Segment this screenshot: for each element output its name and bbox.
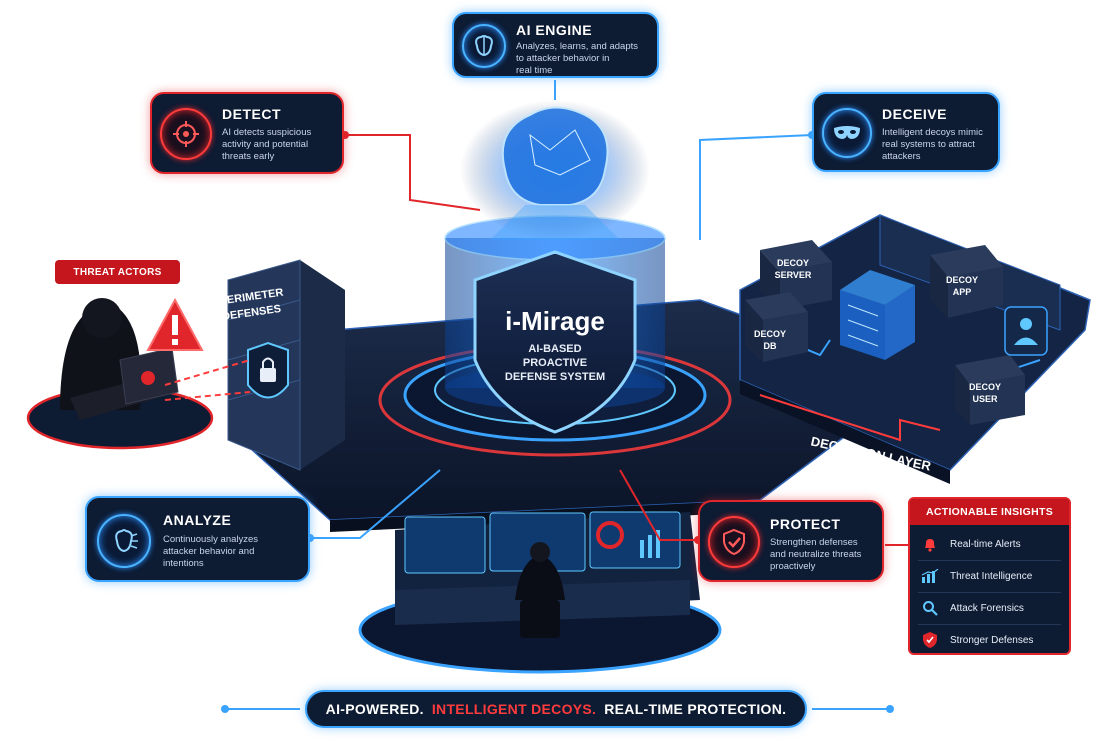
detect-desc: AI detects suspicious activity and poten… xyxy=(222,127,312,162)
warning-icon xyxy=(146,297,204,351)
attacker-figure xyxy=(26,298,214,450)
ai-engine-desc: Analyzes, learns, and adapts to attacker… xyxy=(516,41,638,76)
analyze-card: ANALYZE Continuously analyzes attacker b… xyxy=(85,496,310,582)
tagline-part-2: INTELLIGENT DECOYS. xyxy=(431,701,597,717)
core-sub-2: PROACTIVE xyxy=(523,357,587,369)
shield-check-icon xyxy=(910,631,950,649)
analyze-title: ANALYZE xyxy=(163,512,232,528)
magnifier-icon xyxy=(910,600,950,616)
insight-divider xyxy=(918,560,1061,561)
core-name: i-Mirage xyxy=(505,306,605,336)
insight-label: Stronger Defenses xyxy=(950,634,1034,646)
brain-circuit-icon xyxy=(462,24,506,68)
insight-label: Real-time Alerts xyxy=(950,538,1021,550)
attack-beam-2 xyxy=(164,391,251,401)
insight-item: Attack Forensics xyxy=(910,593,1069,623)
decoy-user-box xyxy=(955,355,1025,425)
threat-actors-tag: THREAT ACTORS xyxy=(55,260,180,284)
ai-engine-title: AI ENGINE xyxy=(516,22,593,38)
ai-engine-card: AI ENGINE Analyzes, learns, and adapts t… xyxy=(452,12,659,78)
tagline-part-3: REAL-TIME PROTECTION. xyxy=(604,701,787,717)
bar-chart-icon xyxy=(910,569,950,583)
brain-icon xyxy=(501,106,609,206)
connector-protect xyxy=(619,469,698,541)
attack-beam-1 xyxy=(164,359,251,386)
decoy-db-label-2: DB xyxy=(764,341,777,351)
decoy-server-label-2: SERVER xyxy=(775,270,812,280)
decoy-app-label-1: DECOY xyxy=(946,275,978,285)
target-icon xyxy=(160,108,212,160)
bell-icon xyxy=(910,536,950,552)
decoy-app-box xyxy=(930,245,1003,318)
decoy-server-label-1: DECOY xyxy=(777,258,809,268)
connector-detect xyxy=(345,134,481,211)
deceive-title: DECEIVE xyxy=(882,106,947,122)
threat-actors-label: THREAT ACTORS xyxy=(73,266,162,278)
detect-title: DETECT xyxy=(222,106,281,122)
actionable-insights-panel: ACTIONABLE INSIGHTS Real-time Alerts Thr… xyxy=(908,497,1071,655)
decoy-user-label-2: USER xyxy=(972,394,998,404)
insight-item: Stronger Defenses xyxy=(910,625,1069,653)
insight-label: Threat Intelligence xyxy=(950,570,1033,582)
insight-divider xyxy=(918,624,1061,625)
perimeter-wall xyxy=(227,259,345,471)
core-shield xyxy=(473,250,637,434)
deceive-desc: Intelligent decoys mimic real systems to… xyxy=(882,127,983,162)
decoy-core-cube xyxy=(840,270,915,360)
deceive-card: DECEIVE Intelligent decoys mimic real sy… xyxy=(812,92,1000,172)
tagline-part-1: AI-POWERED. xyxy=(325,701,424,717)
user-badge xyxy=(1004,306,1048,356)
protect-card: PROTECT Strengthen defenses and neutrali… xyxy=(698,500,884,582)
decoy-db-label-1: DECOY xyxy=(754,329,786,339)
decoy-db-box xyxy=(745,292,808,362)
shield-check-icon xyxy=(708,516,760,568)
connector-analyze xyxy=(310,469,441,539)
mask-icon xyxy=(822,108,872,158)
analyze-desc: Continuously analyzes attacker behavior … xyxy=(163,534,259,569)
decoy-app-label-2: APP xyxy=(953,287,972,297)
insights-header: ACTIONABLE INSIGHTS xyxy=(910,499,1069,525)
core-sub-3: DEFENSE SYSTEM xyxy=(505,371,605,383)
tagline-banner: AI-POWERED. INTELLIGENT DECOYS. REAL-TIM… xyxy=(305,690,807,728)
soc-console xyxy=(358,511,722,674)
protect-desc: Strengthen defenses and neutralize threa… xyxy=(770,537,862,572)
detect-card: DETECT AI detects suspicious activity an… xyxy=(150,92,344,174)
connector-deceive xyxy=(699,134,813,240)
brain-network-icon xyxy=(97,514,151,568)
insight-divider xyxy=(918,592,1061,593)
insight-item: Real-time Alerts xyxy=(910,529,1069,559)
decoy-user-label-1: DECOY xyxy=(969,382,1001,392)
insight-item: Threat Intelligence xyxy=(910,561,1069,591)
insight-label: Attack Forensics xyxy=(950,602,1024,614)
protect-title: PROTECT xyxy=(770,516,841,532)
core-sub-1: AI-BASED xyxy=(528,343,581,355)
